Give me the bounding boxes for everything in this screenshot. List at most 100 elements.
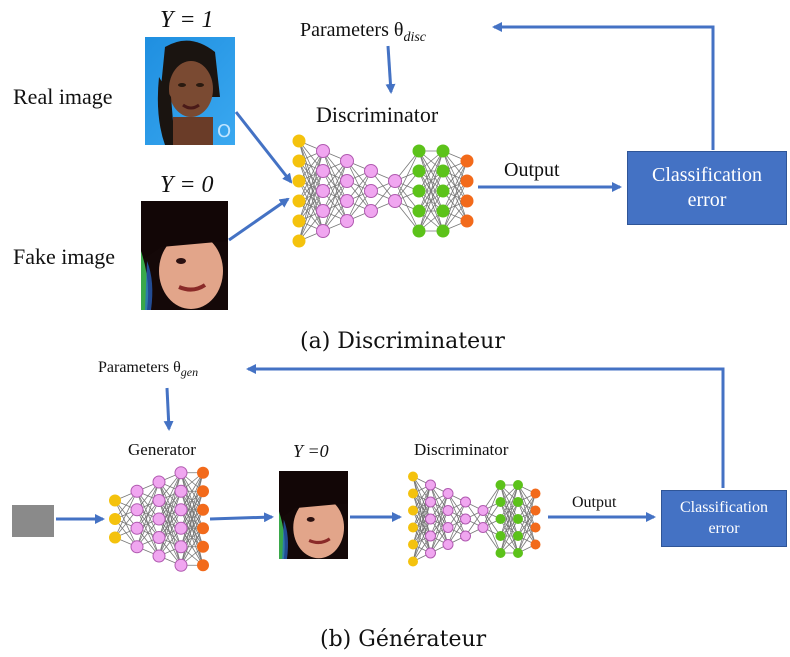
- network-edge: [418, 190, 444, 232]
- real-face-image: O: [145, 37, 235, 145]
- network-node: [513, 531, 523, 541]
- network-node: [340, 154, 354, 168]
- network-node: [460, 530, 471, 542]
- network-edge: [442, 160, 468, 212]
- network-edge: [500, 484, 519, 520]
- network-edge: [418, 150, 444, 232]
- network-edge: [298, 150, 324, 222]
- network-edge: [500, 518, 519, 554]
- network-edge: [180, 472, 204, 510]
- network-node: [130, 540, 144, 554]
- network-edge: [322, 180, 348, 232]
- network-edge: [322, 160, 348, 212]
- network-node: [436, 224, 450, 238]
- network-node: [408, 488, 418, 499]
- network-node: [477, 522, 489, 533]
- network-node: [152, 531, 166, 544]
- network-node: [495, 548, 506, 558]
- arrow-params-to-gen: [163, 387, 174, 431]
- network-node: [174, 466, 188, 480]
- network-edge: [394, 150, 420, 202]
- network-node: [197, 466, 209, 479]
- arrow-feedback-a: [492, 22, 715, 150]
- output-label-a: Output: [504, 159, 560, 181]
- generator-network: [109, 466, 209, 572]
- network-edge: [447, 501, 466, 545]
- network-edge: [180, 509, 204, 566]
- network-edge: [180, 528, 204, 566]
- network-edge: [346, 170, 372, 222]
- discriminator-network-b: [408, 471, 541, 567]
- network-node: [316, 224, 330, 238]
- classification-error-box-b: Classification error: [661, 490, 787, 547]
- network-node: [412, 144, 426, 158]
- network-node: [388, 194, 402, 208]
- network-node: [174, 521, 188, 535]
- network-node: [340, 214, 354, 228]
- network-edge: [180, 491, 204, 566]
- network-node: [412, 224, 426, 238]
- network-node: [152, 494, 166, 507]
- network-edge: [136, 500, 160, 547]
- network-node: [109, 513, 121, 525]
- network-node: [460, 214, 474, 228]
- network-edge: [430, 493, 449, 537]
- network-edge: [136, 481, 160, 529]
- network-node: [442, 488, 454, 499]
- network-node: [530, 522, 541, 533]
- network-node: [197, 559, 209, 572]
- arrow-real-to-disc: [234, 111, 293, 184]
- box-line1-b: Classification: [680, 498, 768, 516]
- network-node: [425, 530, 436, 542]
- network-node: [174, 503, 188, 517]
- network-node: [109, 531, 121, 544]
- network-edge: [500, 484, 519, 554]
- network-node: [130, 484, 144, 498]
- network-node: [292, 234, 306, 248]
- generator-label: Generator: [128, 440, 196, 459]
- network-node: [412, 184, 426, 198]
- generated-face-image: [279, 471, 348, 559]
- network-node: [130, 521, 144, 535]
- network-node: [292, 134, 306, 148]
- svg-text:O: O: [217, 121, 231, 142]
- arrow-feedback-b: [246, 364, 725, 488]
- classification-error-box-a: Classification error: [627, 151, 787, 225]
- network-edge: [180, 472, 204, 547]
- network-node: [109, 494, 121, 507]
- network-node: [316, 144, 330, 158]
- network-node: [513, 514, 523, 524]
- network-edge: [482, 484, 501, 528]
- network-node: [197, 522, 209, 535]
- network-edge: [298, 170, 324, 242]
- network-node: [197, 503, 209, 516]
- network-node: [530, 505, 541, 516]
- network-node: [530, 539, 541, 550]
- noise-input-square: [12, 505, 54, 537]
- network-node: [292, 194, 306, 208]
- discriminator-network-a: [292, 134, 474, 248]
- network-node: [364, 164, 378, 178]
- network-node: [495, 480, 506, 490]
- network-node: [442, 522, 454, 533]
- network-node: [460, 174, 474, 188]
- network-node: [152, 549, 166, 563]
- network-edge: [298, 190, 324, 242]
- parameters-gen-label: Parameters θgen: [98, 359, 199, 380]
- network-node: [408, 505, 418, 516]
- discriminator-label-b: Discriminator: [414, 440, 509, 459]
- caption-a: (a) Discriminateur: [300, 329, 505, 354]
- network-node: [408, 522, 418, 533]
- network-node: [364, 204, 378, 218]
- network-edge: [412, 484, 431, 528]
- network-node: [340, 174, 354, 188]
- network-edge: [442, 160, 468, 232]
- network-edge: [158, 472, 182, 520]
- network-node: [364, 184, 378, 198]
- network-node: [152, 475, 166, 489]
- network-node: [340, 194, 354, 208]
- network-node: [477, 505, 489, 516]
- network-edge: [500, 501, 519, 554]
- network-edge: [114, 491, 138, 538]
